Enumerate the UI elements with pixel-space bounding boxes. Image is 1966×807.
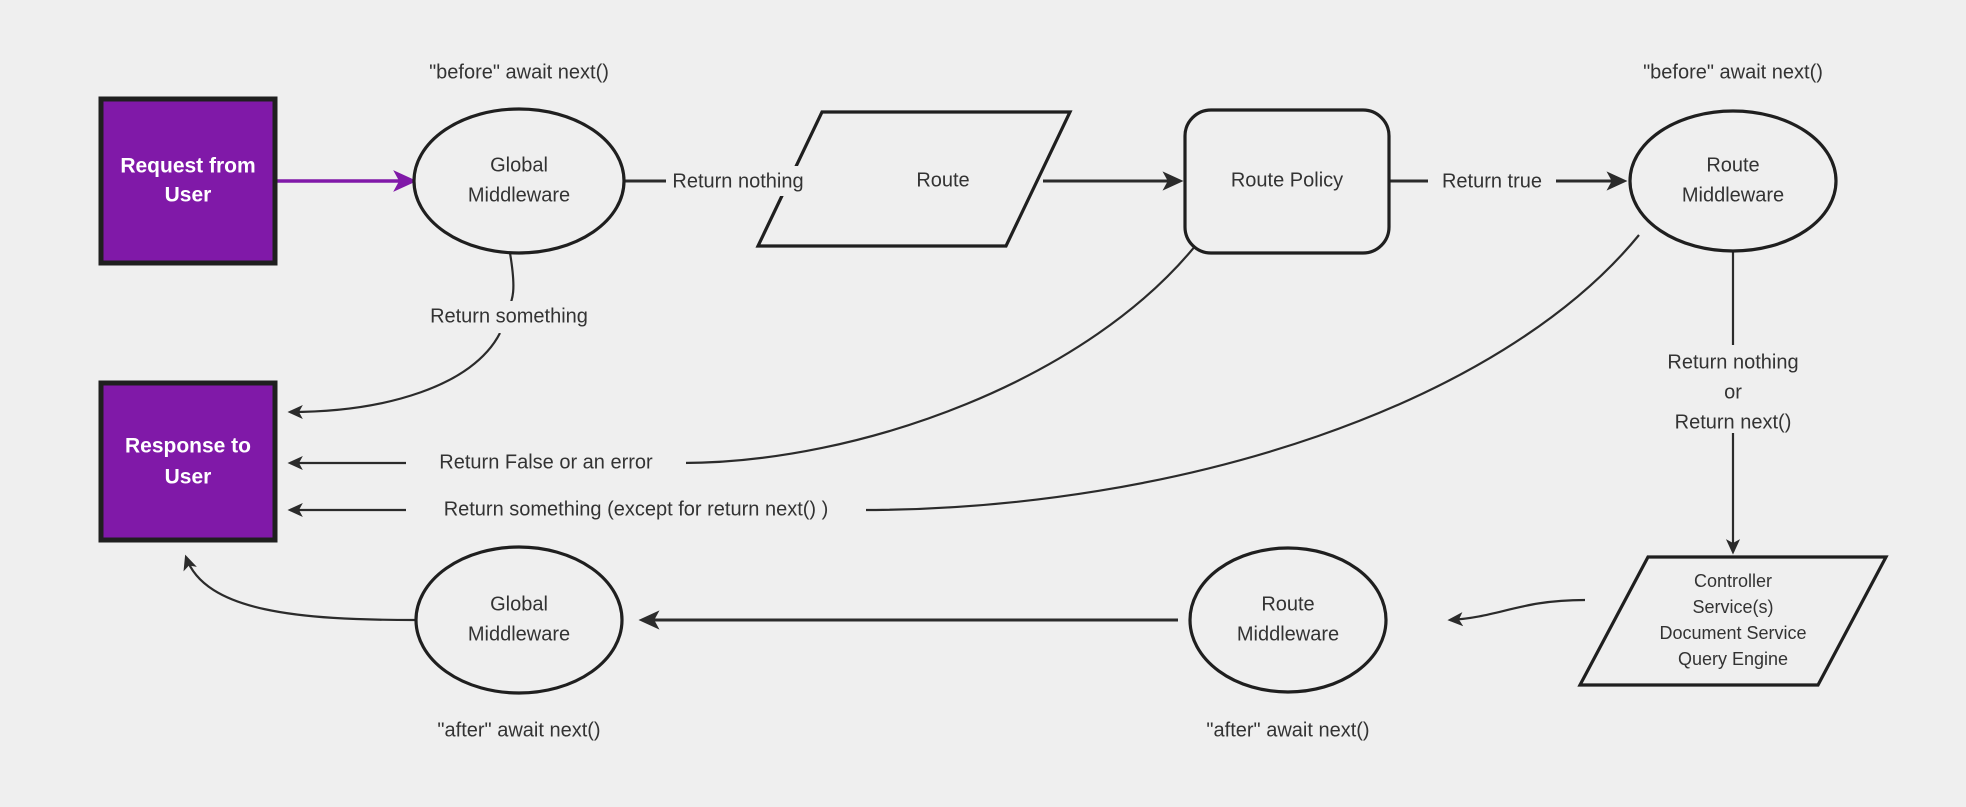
edge-global-middleware-bottom-to-response: [183, 554, 416, 622]
edge-route-policy-return-false-right: [681, 239, 1201, 465]
response-box-shape: [98, 380, 278, 543]
route-policy-label: Route Policy: [1231, 169, 1343, 191]
request-label-line2: User: [165, 184, 212, 207]
edge-label-return-true-group: Return true: [1428, 166, 1556, 196]
controller-shape: [1577, 555, 1889, 687]
node-route[interactable]: Route: [755, 110, 1073, 248]
node-controller-services[interactable]: Controller Service(s) Document Service Q…: [1577, 555, 1889, 687]
request-box-shape: [98, 96, 278, 266]
controller-label-line3: Document Service: [1659, 623, 1806, 643]
controller-label-line2: Service(s): [1692, 597, 1773, 617]
node-route-middleware-top[interactable]: Route Middleware: [1628, 109, 1838, 253]
global-middleware-top-label-line2: Middleware: [468, 184, 570, 206]
node-response-to-user[interactable]: Response to User: [98, 380, 278, 543]
global-middleware-top-label-line1: Global: [490, 154, 548, 176]
return-false-label-bg: [406, 448, 686, 480]
edge-label-return-something-except-group: Return something (except for return next…: [406, 495, 866, 527]
edge-label-return-something: Return something: [430, 305, 588, 327]
return-something-except-label-bg: [406, 495, 866, 527]
route-middleware-bottom-shape: [1188, 546, 1388, 694]
node-global-middleware-bottom[interactable]: Global Middleware: [414, 545, 624, 695]
controller-label-line1: Controller: [1694, 571, 1772, 591]
route-policy-shape: [1183, 108, 1391, 255]
route-shape: [755, 110, 1073, 248]
edge-label-return-something-except: Return something (except for return next…: [444, 498, 829, 520]
route-middleware-top-label-line1: Route: [1706, 154, 1759, 176]
node-route-policy[interactable]: Route Policy: [1183, 108, 1391, 255]
edge-global-middleware-return-something-lower: [287, 332, 501, 420]
request-label-line1: Request from: [120, 155, 255, 178]
annotation-after-route-middleware: "after" await next(): [1206, 719, 1369, 741]
edge-label-return-nothing: Return nothing: [672, 170, 803, 192]
node-global-middleware-top[interactable]: Global Middleware: [412, 107, 626, 255]
edge-label-return-false: Return False or an error: [439, 451, 653, 473]
route-middleware-top-shape: [1628, 109, 1838, 253]
response-label-line2: User: [165, 466, 212, 489]
return-nothing-label-bg: [666, 166, 811, 196]
global-middleware-bottom-label-line2: Middleware: [468, 623, 570, 645]
route-mw-down-label-bg: [1640, 345, 1828, 433]
global-middleware-top-shape: [412, 107, 626, 255]
route-middleware-top-label-line2: Middleware: [1682, 184, 1784, 206]
edge-label-return-false-group: Return False or an error: [406, 448, 686, 480]
annotation-after-global-middleware: "after" await next(): [437, 719, 600, 741]
annotation-before-global-middleware: "before" await next(): [429, 61, 609, 83]
edge-label-return-true: Return true: [1442, 170, 1542, 192]
route-label: Route: [916, 169, 969, 191]
response-label-line1: Response to: [125, 435, 251, 458]
edge-label-return-nothing-group: Return nothing: [666, 166, 811, 196]
controller-label-line4: Query Engine: [1678, 649, 1788, 669]
edge-controller-to-route-middleware-bottom: [1447, 598, 1586, 627]
route-middleware-bottom-label-line2: Middleware: [1237, 623, 1339, 645]
node-request-from-user[interactable]: Request from User: [98, 96, 278, 266]
global-middleware-bottom-shape: [414, 545, 624, 695]
global-middleware-bottom-label-line1: Global: [490, 593, 548, 615]
edge-label-route-mw-down-group: Return nothing or Return next(): [1640, 345, 1828, 433]
route-middleware-bottom-label-line1: Route: [1261, 593, 1314, 615]
edge-label-route-mw-down-line2: or: [1724, 381, 1742, 403]
edge-label-route-mw-down-line3: Return next(): [1675, 411, 1792, 433]
annotation-before-route-middleware: "before" await next(): [1643, 61, 1823, 83]
return-something-label-bg: [414, 301, 604, 333]
edge-label-route-mw-down-line1: Return nothing: [1667, 351, 1798, 373]
return-true-label-bg: [1428, 166, 1556, 196]
edge-label-return-something-group: Return something: [414, 301, 604, 333]
edge-route-middleware-return-something-right: [861, 234, 1640, 512]
node-route-middleware-bottom[interactable]: Route Middleware: [1188, 546, 1388, 694]
